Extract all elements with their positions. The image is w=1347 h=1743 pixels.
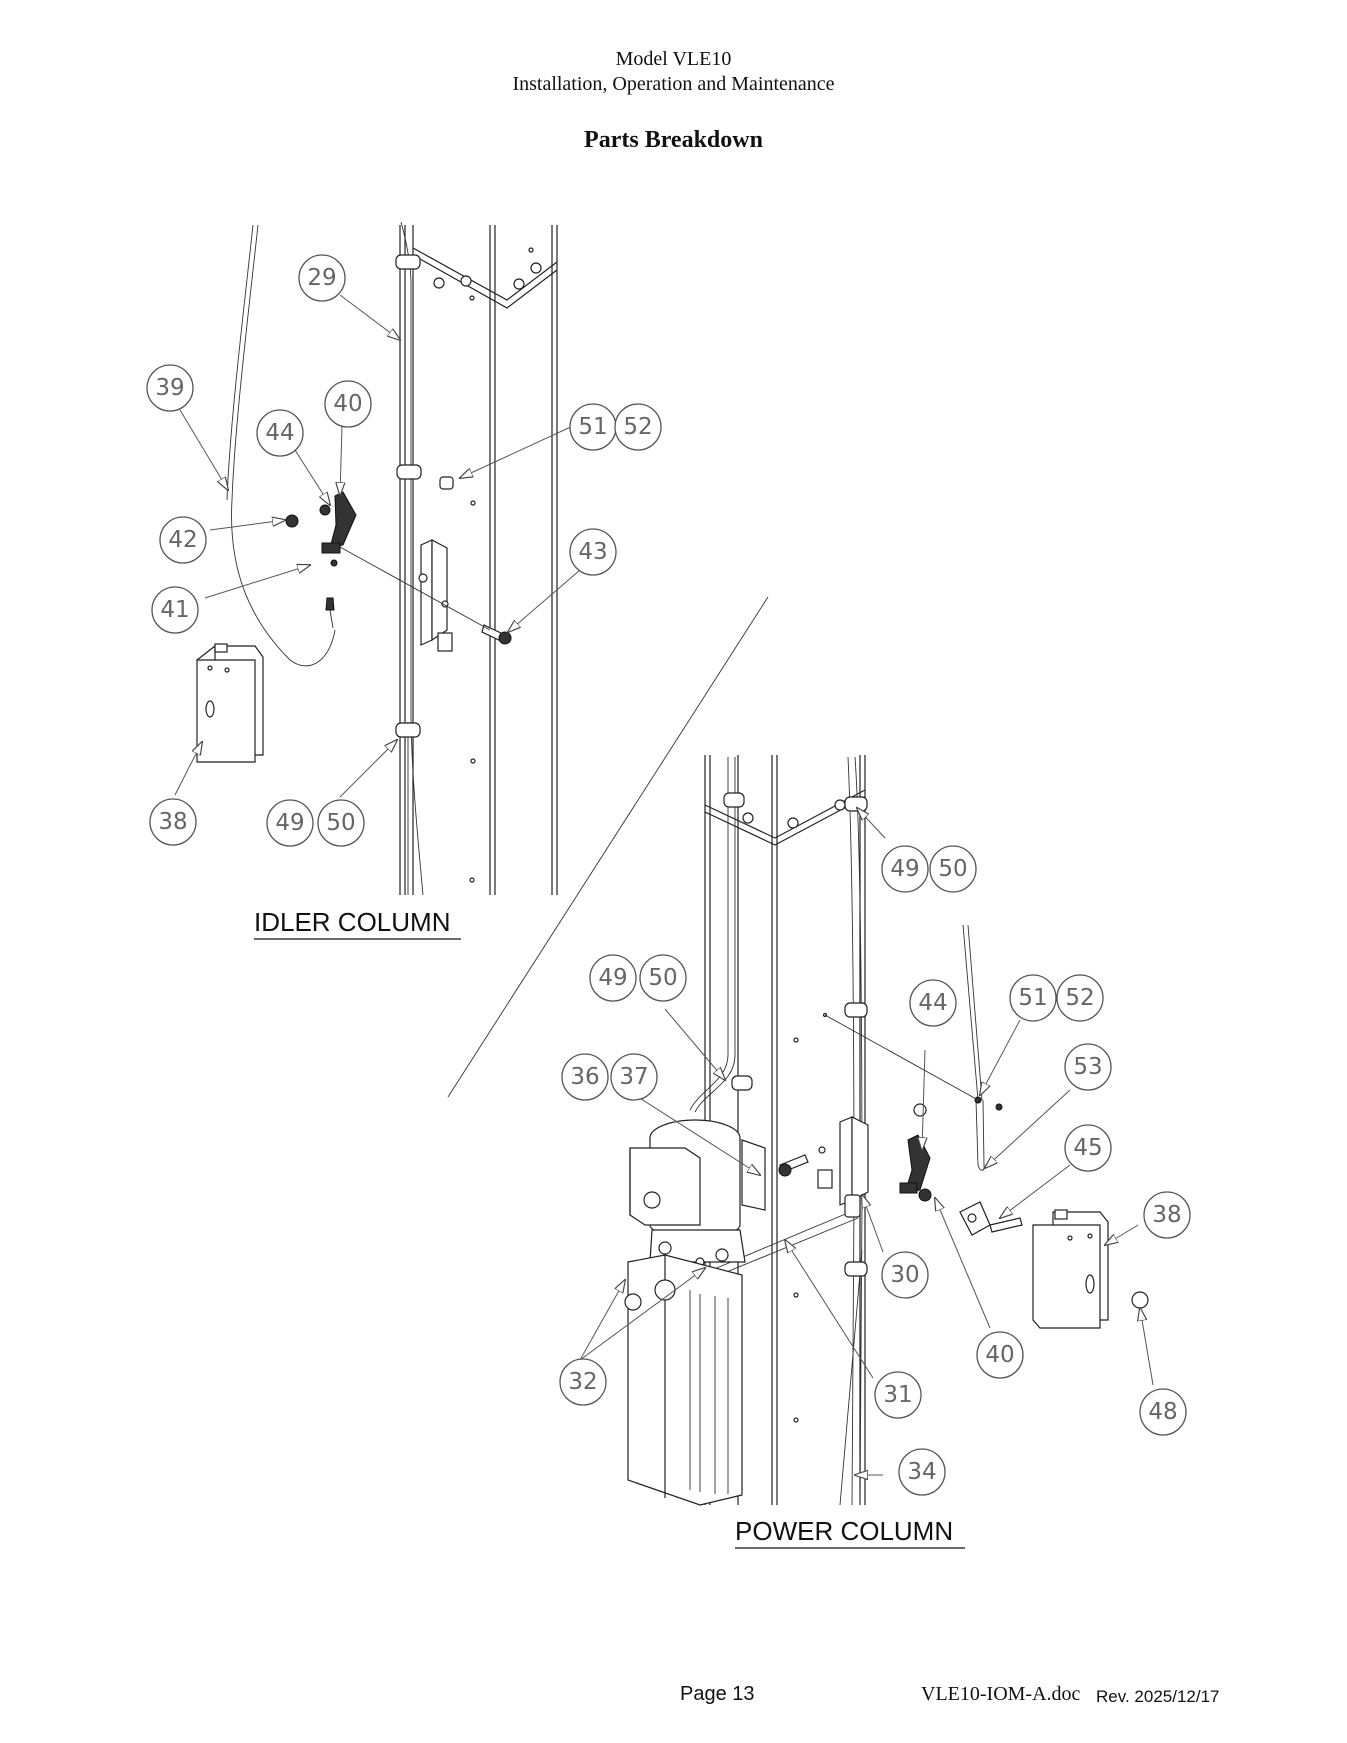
svg-text:49: 49 bbox=[890, 856, 919, 882]
svg-text:39: 39 bbox=[155, 375, 184, 401]
callout-leaders bbox=[174, 294, 1154, 1475]
svg-text:38: 38 bbox=[1152, 1202, 1181, 1228]
svg-text:49: 49 bbox=[598, 965, 627, 991]
page-number: Page 13 bbox=[680, 1683, 755, 1705]
callout-38: 38 bbox=[149, 798, 197, 846]
svg-text:45: 45 bbox=[1073, 1135, 1102, 1161]
svg-text:34: 34 bbox=[907, 1459, 936, 1485]
callout-30: 30 bbox=[881, 1251, 929, 1299]
svg-text:48: 48 bbox=[1148, 1399, 1177, 1425]
svg-text:49: 49 bbox=[275, 810, 304, 836]
callout-51: 51 bbox=[569, 403, 617, 451]
document-name: VLE10-IOM-A.doc bbox=[921, 1683, 1081, 1705]
revision-date: Rev. 2025/12/17 bbox=[1096, 1687, 1220, 1706]
callout-51: 51 bbox=[1009, 974, 1057, 1022]
callout-38: 38 bbox=[1143, 1191, 1191, 1239]
power-column-drawing bbox=[624, 755, 1149, 1506]
callout-40: 40 bbox=[976, 1331, 1024, 1379]
callout-42: 42 bbox=[159, 516, 207, 564]
svg-text:50: 50 bbox=[938, 856, 967, 882]
callout-50: 50 bbox=[929, 845, 977, 893]
svg-text:51: 51 bbox=[1018, 985, 1047, 1011]
svg-text:37: 37 bbox=[619, 1064, 648, 1090]
callout-43: 43 bbox=[569, 528, 617, 576]
callout-52: 52 bbox=[614, 403, 662, 451]
svg-text:52: 52 bbox=[623, 414, 652, 440]
callout-53: 53 bbox=[1064, 1043, 1112, 1091]
svg-text:43: 43 bbox=[578, 539, 607, 565]
svg-text:53: 53 bbox=[1073, 1054, 1102, 1080]
svg-text:38: 38 bbox=[158, 809, 187, 835]
callout-40: 40 bbox=[324, 380, 372, 428]
doc-model: Model VLE10 bbox=[615, 48, 732, 70]
svg-text:51: 51 bbox=[578, 414, 607, 440]
callout-45: 45 bbox=[1064, 1124, 1112, 1172]
callout-49: 49 bbox=[589, 954, 637, 1002]
svg-text:52: 52 bbox=[1065, 985, 1094, 1011]
svg-text:31: 31 bbox=[883, 1382, 912, 1408]
svg-text:42: 42 bbox=[168, 527, 197, 553]
callout-49: 49 bbox=[881, 845, 929, 893]
svg-text:44: 44 bbox=[265, 420, 294, 446]
callouts: 29 39 44 40 42 41 51 52 43 38 49 50 49 5… bbox=[146, 254, 1191, 1496]
svg-text:30: 30 bbox=[890, 1262, 919, 1288]
callout-36: 36 bbox=[561, 1053, 609, 1101]
svg-text:40: 40 bbox=[333, 391, 362, 417]
callout-44: 44 bbox=[256, 409, 304, 457]
callout-31: 31 bbox=[874, 1371, 922, 1419]
callout-52: 52 bbox=[1056, 974, 1104, 1022]
callout-44: 44 bbox=[909, 979, 957, 1027]
callout-34: 34 bbox=[898, 1448, 946, 1496]
section-title: Parts Breakdown bbox=[584, 127, 763, 153]
section-divider bbox=[447, 596, 769, 1098]
svg-text:44: 44 bbox=[918, 990, 947, 1016]
power-column-label: POWER COLUMN bbox=[735, 1516, 953, 1546]
callout-41: 41 bbox=[151, 586, 199, 634]
callout-50: 50 bbox=[317, 799, 365, 847]
callout-32: 32 bbox=[559, 1358, 607, 1406]
svg-text:50: 50 bbox=[326, 810, 355, 836]
callout-48: 48 bbox=[1139, 1388, 1187, 1436]
svg-text:40: 40 bbox=[985, 1342, 1014, 1368]
idler-column-drawing bbox=[196, 221, 558, 896]
doc-subtitle: Installation, Operation and Maintenance bbox=[512, 73, 835, 95]
svg-text:32: 32 bbox=[568, 1369, 597, 1395]
svg-text:36: 36 bbox=[570, 1064, 599, 1090]
svg-text:50: 50 bbox=[648, 965, 677, 991]
idler-column-label: IDLER COLUMN bbox=[254, 907, 450, 937]
svg-text:41: 41 bbox=[160, 597, 189, 623]
callout-29: 29 bbox=[298, 254, 346, 302]
svg-text:29: 29 bbox=[307, 265, 336, 291]
callout-39: 39 bbox=[146, 364, 194, 412]
callout-37: 37 bbox=[610, 1053, 658, 1101]
callout-49: 49 bbox=[266, 799, 314, 847]
callout-50: 50 bbox=[639, 954, 687, 1002]
